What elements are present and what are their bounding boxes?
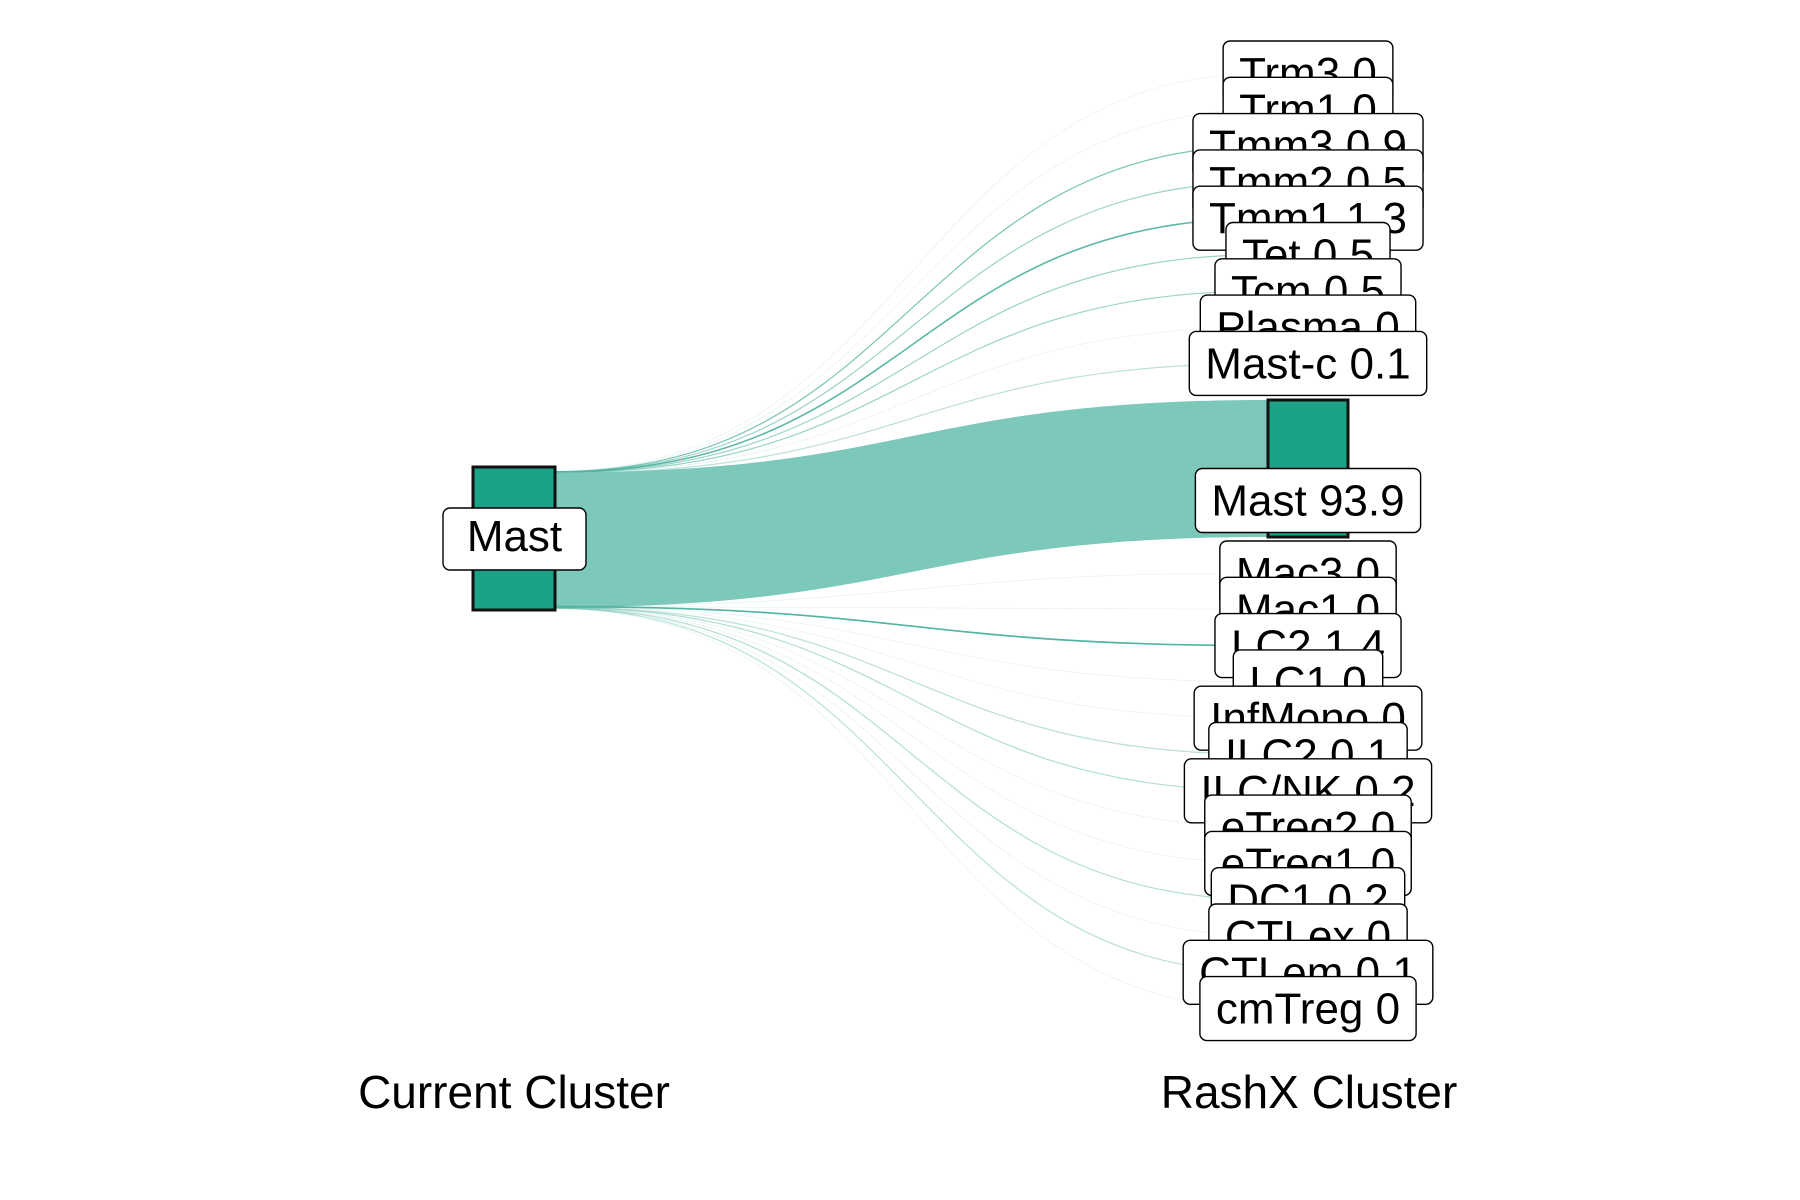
target-label-box [1194, 467, 1422, 534]
flow-line-tet [554, 253, 1269, 474]
flow-line-plasma [554, 326, 1269, 474]
flow-line-tmm2 [554, 181, 1269, 473]
flow-line-mast-c [554, 362, 1269, 474]
target-label-box [1199, 975, 1417, 1042]
flow-line-cmtreg [554, 608, 1269, 1009]
right-axis-label: RashX Cluster [1161, 1066, 1458, 1118]
source-label: Mast [442, 507, 587, 571]
flow-line-etreg2 [554, 607, 1269, 828]
flow-line-tmm3 [554, 145, 1269, 473]
flow-line-mac3 [554, 572, 1269, 607]
flow-line-etreg1 [554, 607, 1269, 864]
target-label-cmtreg: cmTreg 0 [1199, 975, 1417, 1042]
flow-line-lc2 [554, 605, 1269, 647]
flow-layer [554, 72, 1269, 1009]
source-label-box [442, 507, 587, 571]
target-label-mast-c: Mast-c 0.1 [1188, 330, 1428, 397]
flow-line-infmono [554, 606, 1269, 719]
flow-line-tcm [554, 290, 1269, 474]
flow-line-ilc2 [554, 606, 1269, 756]
flow-line-tmm1 [554, 217, 1269, 473]
flow-line-trm1 [554, 109, 1269, 472]
flow-line-lc1 [554, 606, 1269, 683]
target-label-box [1188, 330, 1428, 397]
source-label-text: Mast [467, 512, 562, 561]
flow-line-ilc-nk [554, 606, 1269, 792]
flow-line-trm3 [554, 72, 1269, 472]
left-axis-label: Current Cluster [358, 1066, 670, 1118]
flow-line-ctlex [554, 607, 1269, 937]
flow-band-mast [555, 400, 1268, 608]
target-label-text: Mast 93.9 [1211, 477, 1404, 526]
target-label-mast: Mast 93.9 [1194, 467, 1422, 534]
target-label-text: Mast-c 0.1 [1205, 339, 1410, 388]
flow-line-ctlem [554, 607, 1269, 973]
target-label-text: cmTreg 0 [1216, 985, 1400, 1034]
flow-line-dc1 [554, 607, 1269, 901]
